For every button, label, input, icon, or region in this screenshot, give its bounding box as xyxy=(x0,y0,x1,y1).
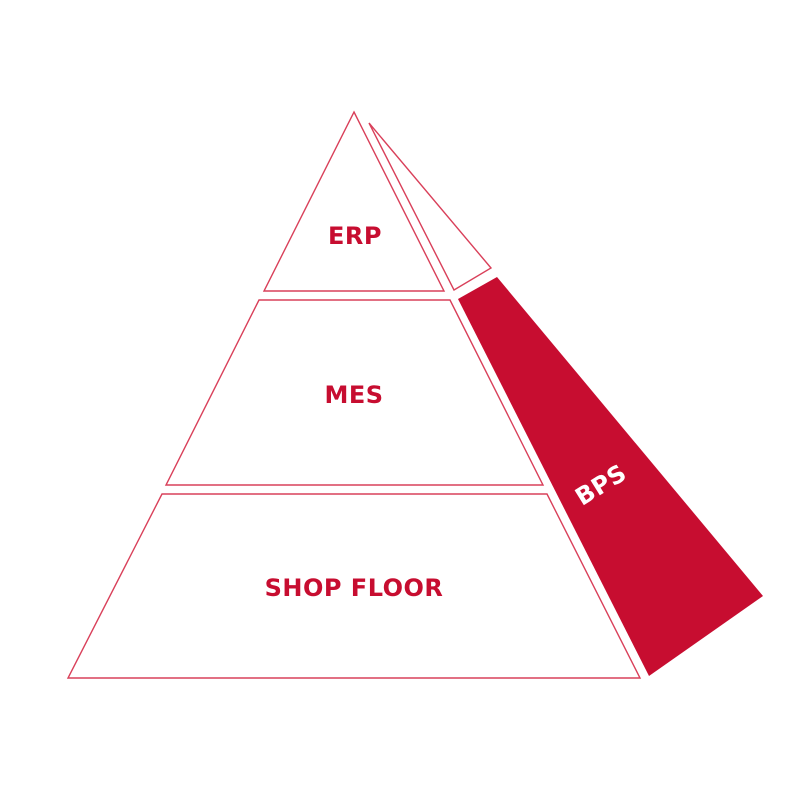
side-cap-shape xyxy=(368,122,493,291)
layer-erp-label: ERP xyxy=(328,222,382,250)
layer-erp: ERP xyxy=(262,110,446,292)
layer-shop-floor-label: SHOP FLOOR xyxy=(265,574,444,602)
side-band-bps-shape xyxy=(458,277,763,676)
layer-shop-floor-shape xyxy=(66,493,642,679)
layer-erp-shape xyxy=(262,110,446,292)
side-band-bps: BPS xyxy=(458,277,763,676)
layer-mes-shape xyxy=(164,299,545,486)
layer-mes-label: MES xyxy=(324,381,383,409)
layer-mes: MES xyxy=(164,299,545,486)
layer-shop-floor: SHOP FLOOR xyxy=(66,493,642,679)
